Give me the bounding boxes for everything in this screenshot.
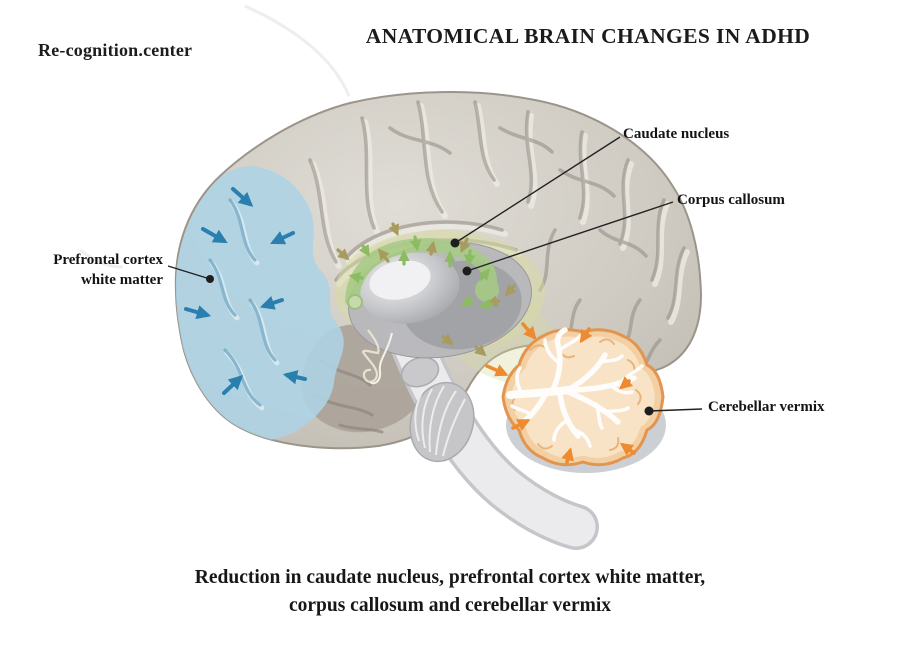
prefrontal-arrows	[184, 187, 307, 395]
green-arrows	[348, 235, 494, 311]
label-prefrontal-line2: white matter	[80, 271, 163, 288]
caption-line1: Reduction in caudate nucleus, prefrontal…	[194, 567, 706, 588]
label-prefrontal-cortex: Prefrontal cortex white matter	[30, 251, 163, 291]
label-corpus-callosum: Corpus callosum	[677, 192, 785, 208]
label-dots	[206, 238, 654, 416]
figure-caption: Reduction in caudate nucleus, prefrontal…	[0, 564, 900, 620]
label-cerebellar-vermix: Cerebellar vermix	[708, 399, 825, 415]
orange-arrows	[485, 322, 636, 464]
watermark-swoosh	[79, 4, 351, 269]
caption-line2: corpus callosum and cerebellar vermix	[288, 595, 612, 616]
label-caudate-nucleus: Caudate nucleus	[623, 126, 730, 142]
label-leader-lines	[167, 136, 703, 412]
cerebellum-region	[501, 327, 666, 473]
page-title: ANATOMICAL BRAIN CHANGES IN ADHD	[365, 24, 811, 48]
label-prefrontal-line1: Prefrontal cortex	[53, 252, 163, 268]
leader-prefrontal	[167, 265, 211, 280]
leader-cerebellar	[648, 408, 703, 412]
leader-caudate	[454, 136, 621, 244]
pons	[400, 356, 475, 463]
logo-text: Re-cognition.center	[38, 40, 193, 60]
leader-corpus	[466, 201, 674, 272]
